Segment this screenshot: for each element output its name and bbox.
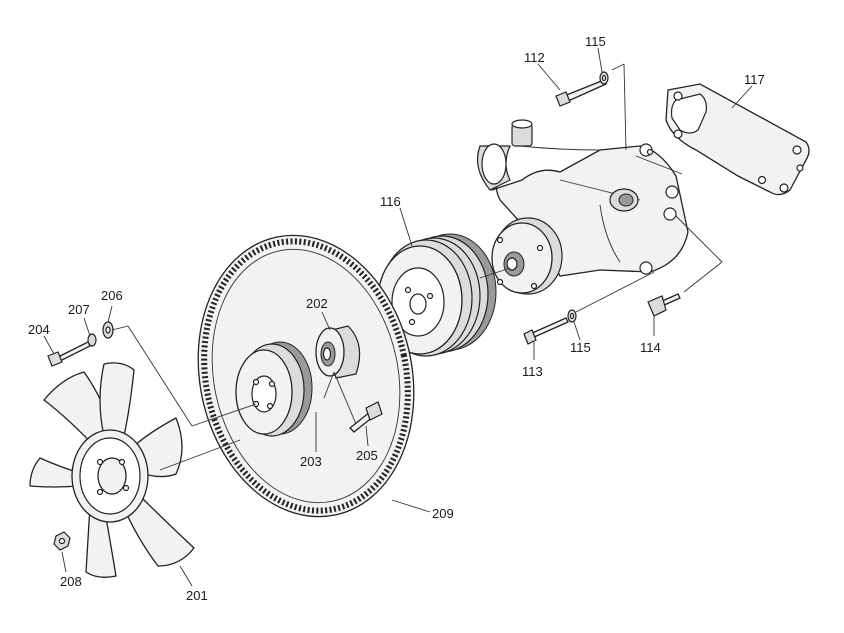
label-202: 202	[306, 296, 328, 311]
label-201: 201	[186, 588, 208, 603]
label-117: 117	[744, 72, 765, 87]
label-205: 205	[356, 448, 378, 463]
pump-flange	[491, 217, 563, 295]
fan-201	[29, 362, 195, 578]
label-115-lower: 115	[570, 340, 591, 355]
gasket-117	[665, 83, 810, 196]
label-209: 209	[432, 506, 454, 521]
washer-206	[102, 321, 114, 339]
bolt-205	[349, 401, 383, 433]
bolt-114	[647, 293, 681, 317]
idler-202	[315, 325, 361, 379]
label-112: 112	[524, 50, 545, 65]
hub-203	[235, 341, 313, 437]
bolt-112	[555, 79, 607, 107]
label-113: 113	[522, 364, 543, 379]
bolt-113	[523, 317, 569, 345]
lockwasher-207	[87, 333, 97, 347]
leader-lines	[43, 47, 753, 587]
label-206: 206	[101, 288, 123, 303]
bolt-204	[47, 341, 91, 367]
label-116: 116	[380, 194, 401, 209]
label-115-upper: 115	[585, 34, 606, 49]
nut-208	[53, 531, 71, 551]
label-204: 204	[28, 322, 50, 337]
label-208: 208	[60, 574, 82, 589]
washer-115-upper	[599, 71, 609, 85]
label-114: 114	[640, 340, 661, 355]
label-207: 207	[68, 302, 90, 317]
label-203: 203	[300, 454, 322, 469]
washer-115-lower	[567, 309, 577, 323]
water-pump-housing	[477, 119, 689, 277]
